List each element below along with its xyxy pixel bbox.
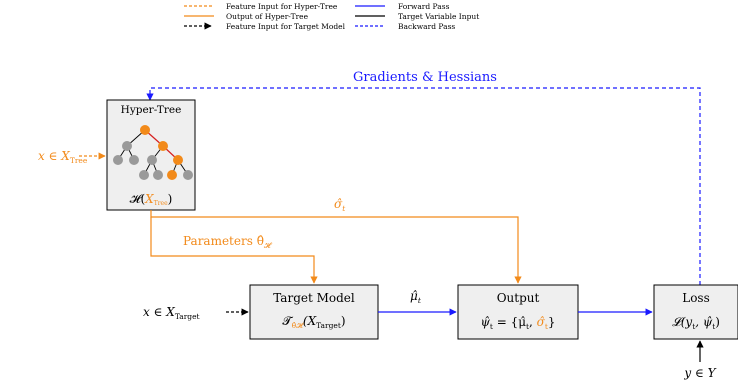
target-model-title: Target Model [273,291,355,305]
mu-label: μ̂t [410,289,422,305]
sigma-output-line [150,210,522,284]
output-title: Output [497,291,540,305]
hyper-tree-title: Hyper-Tree [121,104,182,116]
x-tree-label: x ∈ XTree [38,149,88,165]
params-label: Parameters θ̂𝓗 [183,234,273,250]
loss-box [653,284,738,340]
y-input-label: y ∈ Y [683,366,716,380]
legend-label: Target Variable Input [398,12,479,21]
target-model-function: 𝓣θ̂𝓗(XTarget) [282,314,345,330]
loss-function: 𝓛(yt, ψ̂t) [672,315,720,331]
hyper-tree-function: 𝓗(XTree) [130,192,173,207]
gradients-label: Gradients & Hessians [353,70,497,85]
legend-label: Output of Hyper-Tree [226,12,309,21]
params-output-line [150,217,318,284]
output-function: ψ̂t = {μ̂t, σ̂t} [480,315,555,331]
legend: Feature Input for Hyper-Tree Output of H… [184,2,479,31]
legend-label: Feature Input for Target Model [226,22,346,31]
backward-pass-arrow [146,87,701,285]
tree-icon [113,125,193,180]
sigma-label: σ̂t [334,197,346,213]
output-box [457,284,579,340]
x-target-label: x ∈ XTarget [143,305,200,321]
loss-title: Loss [682,291,710,305]
legend-label: Forward Pass [398,2,450,11]
legend-label: Backward Pass [398,22,455,31]
legend-label: Feature Input for Hyper-Tree [226,2,338,11]
